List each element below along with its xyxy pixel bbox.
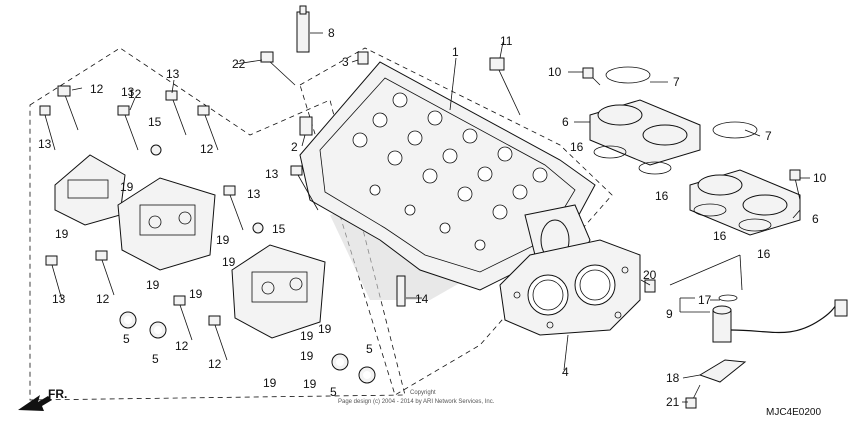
insulator-lower xyxy=(689,121,801,236)
callout-4: 4 xyxy=(562,365,569,379)
diagram-code: MJC4E0200 xyxy=(766,407,821,418)
callout-16-a: 16 xyxy=(570,140,584,154)
bolts xyxy=(39,5,801,409)
callout-2: 2 xyxy=(291,140,298,154)
rocker-holder-middle xyxy=(117,177,216,271)
callout-5-c: 5 xyxy=(366,342,373,356)
callout-17: 17 xyxy=(698,293,712,307)
rocker-group-outline xyxy=(29,47,406,401)
front-arrow-icon xyxy=(18,395,52,411)
callout-7-b: 7 xyxy=(765,129,772,143)
callout-22: 22 xyxy=(232,57,246,71)
rocker-holder-lower xyxy=(231,244,326,339)
callout-13-e: 13 xyxy=(265,167,279,181)
copyright-line-1: Copyright xyxy=(410,390,436,396)
callout-14: 14 xyxy=(415,292,429,306)
callout-12-f: 12 xyxy=(128,87,142,101)
callout-15-b: 15 xyxy=(272,222,286,236)
callout-12-e: 12 xyxy=(208,357,222,371)
insulator-upper xyxy=(589,66,701,166)
callout-7-a: 7 xyxy=(673,75,680,89)
callout-19-e: 19 xyxy=(146,278,160,292)
callout-12-b: 12 xyxy=(200,142,214,156)
callout-12-d: 12 xyxy=(175,339,189,353)
callout-19-i: 19 xyxy=(300,349,314,363)
callout-12-c: 12 xyxy=(96,292,110,306)
callout-18: 18 xyxy=(666,371,680,385)
callout-1: 1 xyxy=(452,45,459,59)
callout-21: 21 xyxy=(666,395,680,409)
callouts: 1 2 3 4 5 5 5 5 6 6 7 7 8 9 10 10 11 12 … xyxy=(38,26,827,409)
callout-19-g: 19 xyxy=(300,329,314,343)
callout-19-j: 19 xyxy=(263,376,277,390)
callout-11: 11 xyxy=(500,34,513,48)
callout-10-a: 10 xyxy=(548,65,562,79)
callout-13-b: 13 xyxy=(121,85,135,99)
callout-19-h: 19 xyxy=(318,322,332,336)
callout-13-c: 13 xyxy=(166,67,180,81)
callout-16-c: 16 xyxy=(713,229,727,243)
callout-13-d: 13 xyxy=(247,187,261,201)
callout-9: 9 xyxy=(666,307,673,321)
callout-6-b: 6 xyxy=(812,212,819,226)
callout-6-a: 6 xyxy=(562,115,569,129)
front-label: FR. xyxy=(48,387,67,401)
callout-5-d: 5 xyxy=(330,385,337,399)
callout-19-b: 19 xyxy=(55,227,69,241)
callout-19-f: 19 xyxy=(189,287,203,301)
callout-13-a: 13 xyxy=(38,137,52,151)
callout-5-b: 5 xyxy=(152,352,159,366)
copyright-line-2: Page design (c) 2004 - 2014 by ARI Netwo… xyxy=(338,399,495,405)
callout-5-a: 5 xyxy=(123,332,130,346)
callout-13-f: 13 xyxy=(52,292,66,306)
callout-19-a: 19 xyxy=(120,180,134,194)
callout-16-d: 16 xyxy=(757,247,771,261)
callout-15-a: 15 xyxy=(148,115,162,129)
head-gasket xyxy=(499,239,641,336)
head-group-outline xyxy=(299,47,613,396)
callout-8: 8 xyxy=(328,26,335,40)
callout-19-d: 19 xyxy=(222,255,236,269)
callout-16-b: 16 xyxy=(655,189,669,203)
o-rings xyxy=(593,145,772,232)
sensor-assembly xyxy=(698,294,848,383)
callout-19-k: 19 xyxy=(303,377,317,391)
leader-lines xyxy=(71,32,810,403)
callout-12-a: 12 xyxy=(90,82,104,96)
callout-20: 20 xyxy=(643,268,657,282)
callout-3: 3 xyxy=(342,55,349,69)
callout-10-b: 10 xyxy=(813,171,827,185)
callout-19-c: 19 xyxy=(216,233,230,247)
rocker-holder-upper xyxy=(54,154,126,226)
